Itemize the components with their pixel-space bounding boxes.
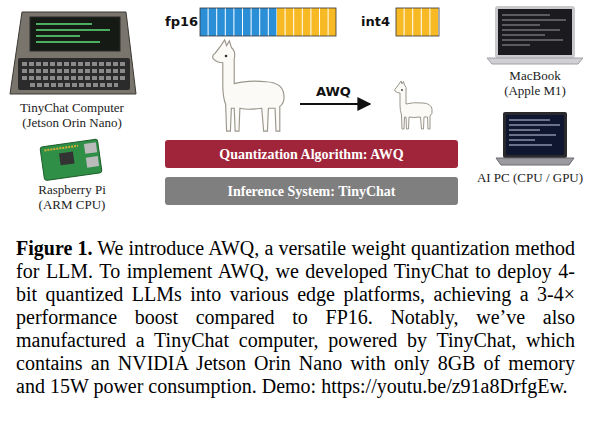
fp16-blue-cells [200,8,277,36]
tinychat-computer [10,12,136,94]
device-label: Raspberry Pi (ARM CPU) [28,182,116,212]
art-part [509,135,556,136]
precision-label: int4 [361,14,390,29]
terminal-lines [502,15,566,45]
gpio-pins [44,146,78,151]
figure-caption: Figure 1. We introduce AWQ, a versatile … [16,237,575,398]
algorithm-band: Quantization Algorithm: AWQ [165,140,458,168]
pcb [40,139,102,181]
keyboard-keys [22,64,126,85]
computer-body [10,12,136,94]
laptop-bezel [503,112,567,158]
art-part [509,130,540,131]
fp16-bar [200,8,336,36]
art-part [502,30,560,31]
raspberry-pi-board [40,139,102,181]
llama-eye [401,89,403,91]
usb-port [86,156,99,168]
art-part [30,83,118,87]
art-part [502,20,566,21]
int4-outline [396,8,439,36]
small-llama [395,81,433,129]
art-part [502,35,545,36]
art-part [36,35,80,37]
fp16-outline [200,8,336,36]
laptop-base [496,158,574,165]
llama-eye [225,55,228,58]
precision-label: fp16 [165,14,198,29]
art-part [22,76,126,80]
art-part [509,140,535,141]
int4-bar [396,8,439,36]
art-part [22,69,126,73]
art-part [36,29,110,31]
art-part [502,45,530,46]
art-part [509,120,550,121]
device-label: TinyChat Computer (Jetson Orin Nano) [7,100,137,130]
art-part [502,40,563,41]
system-band: Inference System: TinyChat [165,177,458,205]
arrow-label: AWQ [316,84,351,99]
device-label: MacBook (Apple M1) [493,68,577,98]
art-part [509,125,560,126]
screen-lines [36,24,110,42]
art-part [502,15,550,16]
laptop-screen [498,9,572,55]
chip [59,152,75,166]
art-part [22,62,126,66]
art-part [509,145,552,146]
laptop-bezel [495,6,575,58]
computer-screen [30,17,120,51]
ai-pc [496,112,574,165]
art-part [502,25,540,26]
art-part [36,41,100,43]
fp16-yellow-cells [277,8,336,36]
big-llama [213,40,284,131]
device-label: AI PC (CPU / GPU) [470,170,590,185]
art-part [36,23,92,25]
computer-keyboard [18,58,130,90]
quantize-arrow [300,103,370,105]
band-label: Inference System: TinyChat [228,183,396,200]
int4-cells [396,8,439,36]
terminal-lines [509,120,560,145]
usb-port [84,142,97,154]
macbook [487,6,583,64]
band-label: Quantization Algorithm: AWQ [219,146,403,163]
laptop-base [487,58,583,64]
laptop-screen [506,115,564,155]
